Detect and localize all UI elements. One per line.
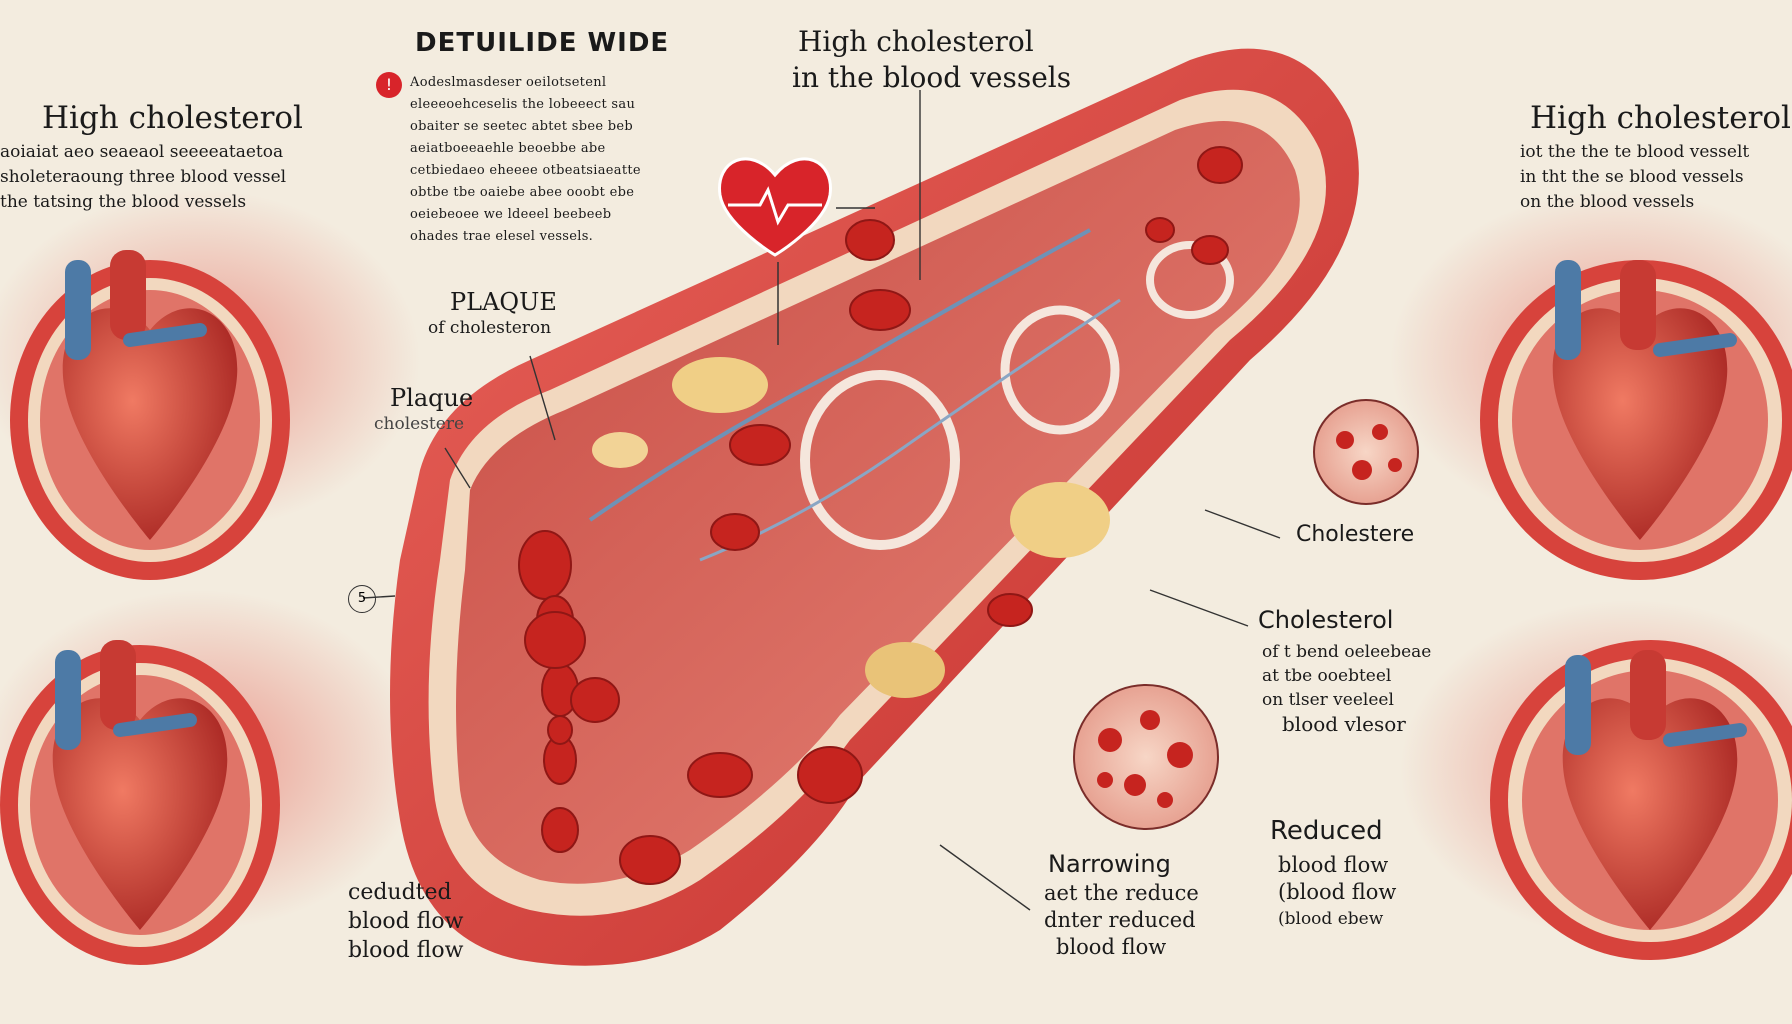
top-center-paragraph-line: aeiatboeeaehle beoebbe abe bbox=[410, 141, 606, 156]
top-center-paragraph-line: oeiebeoee we ldeeel beebeeb bbox=[410, 207, 612, 222]
reduced-label-text: blood flow (blood flow (blood ebew bbox=[1278, 852, 1396, 933]
narrowing-label-line: dnter reduced bbox=[1044, 908, 1196, 932]
cholesterol-label-line: on tlser veeleel bbox=[1262, 690, 1394, 710]
heart-illustration-left-top bbox=[62, 250, 238, 540]
bottom-left-line: cedudted bbox=[348, 880, 452, 905]
narrowing-label-line: aet the reduce bbox=[1044, 881, 1199, 905]
top-center-paragraph-line: eleeeoehceselis the lobeeect sau bbox=[410, 97, 636, 112]
right-header-title: High cholesterol bbox=[1530, 100, 1791, 136]
narrowing-label-title: Narrowing bbox=[1048, 850, 1171, 878]
plaque-upper-subtitle: of cholesteron bbox=[428, 318, 552, 338]
leader-lines bbox=[362, 90, 1281, 911]
cholestere-label: Cholestere bbox=[1296, 522, 1415, 547]
left-header-line: the tatsing the blood vessels bbox=[0, 192, 247, 212]
top-center-heading: DETUILIDE WIDE bbox=[415, 28, 670, 58]
top-center-paragraph-line: obtbe tbe oaiebe abee ooobt ebe bbox=[410, 185, 635, 200]
reduced-label-title: Reduced bbox=[1270, 816, 1383, 846]
right-header-line: on the blood vessels bbox=[1520, 192, 1695, 212]
right-header-line: iot the the te blood vesselt bbox=[1520, 142, 1750, 162]
bottom-left-line: blood flow bbox=[348, 938, 464, 963]
cholesterol-label-line: of t bend oeleebeae bbox=[1262, 642, 1432, 662]
reduced-label-line: (blood flow bbox=[1278, 880, 1397, 904]
bottom-left-label: cedudted blood flow blood flow bbox=[348, 878, 463, 965]
top-title: High cholesterol in the blood vessels bbox=[792, 24, 1071, 96]
cholesterol-label-text: of t bend oeleebeae at tbe ooebteel on t… bbox=[1262, 640, 1431, 736]
top-center-paragraph-line: Aodeslmasdeser oeilotsetenl bbox=[410, 75, 607, 90]
heart-ecg-icon bbox=[718, 157, 875, 345]
top-center-paragraph-line: cetbiedaeo eheeee otbeatsiaeatte bbox=[410, 163, 641, 178]
top-center-paragraph-line: obaiter se seetec abtet sbee beb bbox=[410, 119, 634, 134]
plaque-lower-label: Plaque cholestere bbox=[374, 384, 474, 434]
right-header-text: iot the the te blood vesselt in tht the … bbox=[1520, 140, 1749, 215]
left-header-line: aoiaiat aeo seaeaol seeeeataetoa bbox=[0, 142, 284, 162]
left-header-text: aoiaiat aeo seaeaol seeeeataetoa sholete… bbox=[0, 140, 286, 215]
cholesterol-label-title: Cholesterol bbox=[1258, 606, 1394, 634]
heart-illustration-right-bottom bbox=[1562, 650, 1747, 930]
zoom-circle-icon-bottom bbox=[1073, 684, 1219, 830]
cholesterol-label-line: at tbe ooebteel bbox=[1262, 666, 1392, 686]
alert-badge-icon: ! bbox=[376, 72, 402, 98]
reduced-label-line: blood flow bbox=[1278, 853, 1389, 877]
marker-five: 5 bbox=[348, 585, 376, 613]
right-header-line: in tht the se blood vessels bbox=[1520, 167, 1744, 187]
plaque-lower-subtitle: cholestere bbox=[374, 414, 465, 434]
top-title-line-2: in the blood vessels bbox=[792, 61, 1072, 94]
bottom-left-line: blood flow bbox=[348, 909, 464, 934]
narrowing-label-line: blood flow bbox=[1056, 935, 1167, 959]
heart-illustration-left-bottom bbox=[52, 640, 228, 930]
plaque-lower-title: Plaque bbox=[390, 384, 474, 412]
left-header-line: sholeteraoung three blood vessel bbox=[0, 167, 287, 187]
left-header-title: High cholesterol bbox=[42, 100, 303, 136]
top-title-line-1: High cholesterol bbox=[798, 25, 1034, 58]
cholesterol-label-line: blood vlesor bbox=[1282, 712, 1406, 736]
heart-illustration-right-top bbox=[1552, 260, 1737, 540]
artery-cross-section bbox=[390, 48, 1359, 966]
top-center-paragraph: Aodeslmasdeser oeilotsetenl eleeeoehcese… bbox=[410, 72, 641, 248]
plaque-upper-label: PLAQUE of cholesteron bbox=[428, 288, 557, 338]
reduced-label-line: (blood ebew bbox=[1278, 909, 1384, 929]
narrowing-label-text: aet the reduce dnter reduced blood flow bbox=[1044, 880, 1199, 961]
top-center-paragraph-line: ohades trae elesel vessels. bbox=[410, 229, 594, 244]
plaque-upper-title: PLAQUE bbox=[450, 288, 557, 316]
zoom-circle-icon-top bbox=[1313, 399, 1419, 505]
